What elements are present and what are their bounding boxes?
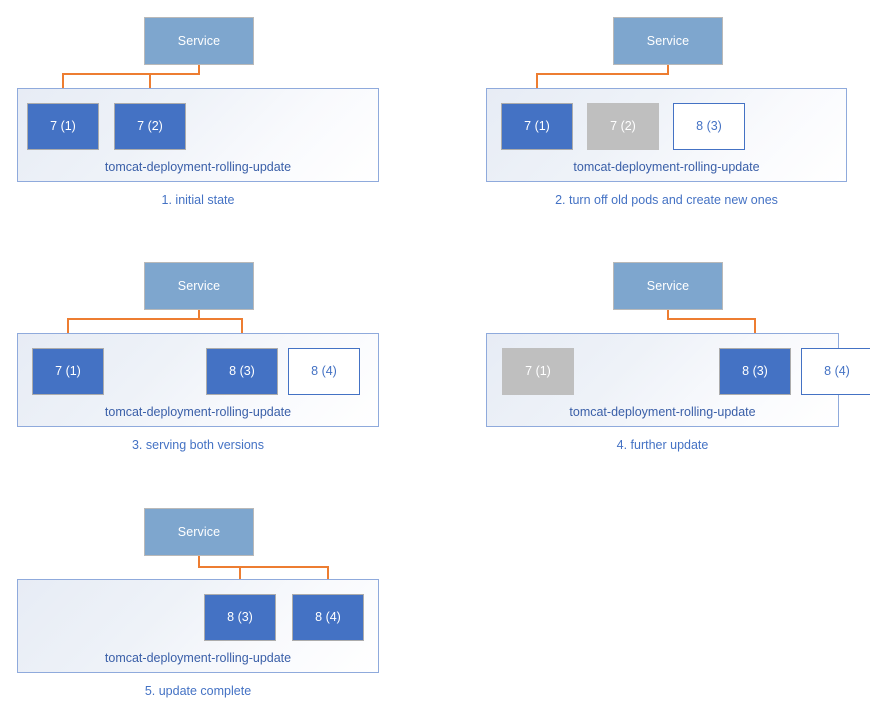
service-label: Service [646, 33, 690, 48]
service-label: Service [177, 278, 221, 293]
pod-8-3[interactable]: 8 (3) [206, 348, 278, 395]
deployment-name-label: tomcat-deployment-rolling-update [569, 404, 756, 419]
pod-label: 8 (4) [311, 364, 337, 379]
service-node[interactable]: Service [613, 262, 723, 310]
deployment-name-label: tomcat-deployment-rolling-update [104, 159, 292, 174]
panel-2-caption: 2. turn off old pods and create new ones [555, 193, 778, 207]
service-label: Service [177, 524, 221, 539]
pod-label: 8 (3) [227, 610, 253, 625]
pod-label: 8 (4) [315, 610, 341, 625]
service-node[interactable]: Service [613, 17, 723, 65]
pod-7-2[interactable]: 7 (2) [587, 103, 659, 150]
service-node[interactable]: Service [144, 508, 254, 556]
pod-8-3[interactable]: 8 (3) [719, 348, 791, 395]
deployment-name-label: tomcat-deployment-rolling-update [104, 404, 292, 419]
pod-8-4[interactable]: 8 (4) [292, 594, 364, 641]
pod-8-4[interactable]: 8 (4) [288, 348, 360, 395]
pod-8-3[interactable]: 8 (3) [673, 103, 745, 150]
service-node[interactable]: Service [144, 17, 254, 65]
service-label: Service [177, 33, 221, 48]
pod-label: 8 (3) [742, 364, 768, 379]
pod-7-1[interactable]: 7 (1) [32, 348, 104, 395]
deployment-name-label: tomcat-deployment-rolling-update [104, 650, 292, 665]
service-label: Service [646, 278, 690, 293]
pod-label: 8 (4) [824, 364, 850, 379]
panel-3-caption: 3. serving both versions [131, 438, 264, 452]
pod-label: 7 (1) [50, 119, 76, 134]
pod-7-1[interactable]: 7 (1) [501, 103, 573, 150]
pod-label: 7 (1) [525, 364, 551, 379]
pod-label: 7 (2) [137, 119, 163, 134]
service-node[interactable]: Service [144, 262, 254, 310]
panel-5-caption: 5. update complete [144, 684, 252, 698]
panel-4-caption: 4. further update [616, 438, 709, 452]
pod-7-1[interactable]: 7 (1) [502, 348, 574, 395]
pod-label: 8 (3) [229, 364, 255, 379]
pod-7-1[interactable]: 7 (1) [27, 103, 99, 150]
pod-8-3[interactable]: 8 (3) [204, 594, 276, 641]
pod-label: 7 (1) [55, 364, 81, 379]
panel-1-caption: 1. initial state [161, 193, 235, 207]
pod-label: 8 (3) [696, 119, 722, 134]
pod-8-4[interactable]: 8 (4) [801, 348, 870, 395]
pod-label: 7 (1) [524, 119, 550, 134]
pod-7-2[interactable]: 7 (2) [114, 103, 186, 150]
pod-label: 7 (2) [610, 119, 636, 134]
deployment-name-label: tomcat-deployment-rolling-update [573, 159, 760, 174]
